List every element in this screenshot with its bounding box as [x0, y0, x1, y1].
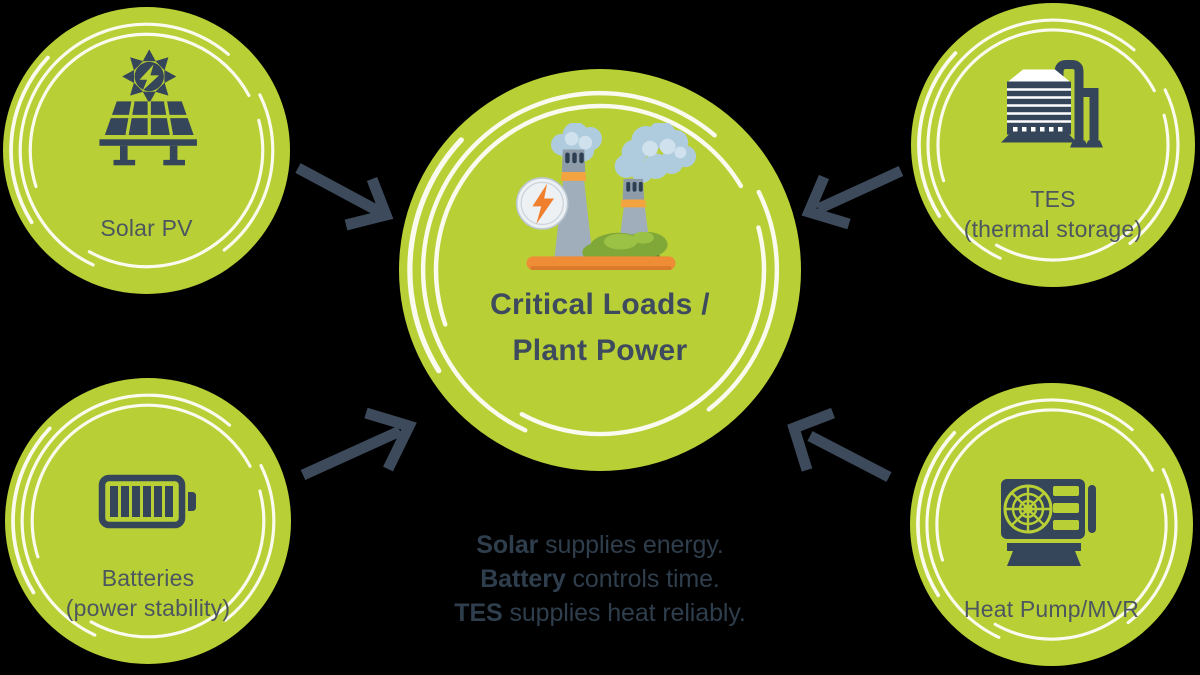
solar-pv-label: Solar PV: [100, 215, 193, 241]
batteries-label: Batteries (power stability): [5, 563, 291, 623]
node-heat-pump: Heat Pump/MVR: [910, 383, 1193, 666]
sketch-rings: [916, 389, 1187, 660]
heat-pump-label: Heat Pump/MVR: [963, 596, 1140, 622]
sketch-rings: [11, 384, 285, 658]
node-tes: TES (thermal storage): [911, 3, 1195, 287]
critical-loads-title-line2: Plant Power: [512, 334, 688, 367]
caption-text: controls time.: [565, 565, 720, 593]
critical-loads-title-line1: Critical Loads /: [490, 288, 710, 321]
caption-bold-word: TES: [454, 599, 503, 627]
arrow-heatpump-to-center: [787, 407, 892, 482]
critical-loads-title: Critical Loads / Plant Power: [399, 282, 801, 374]
tes-label: TES (thermal storage): [911, 184, 1195, 244]
caption-line-1: Solar supplies energy.: [350, 528, 850, 562]
bolt-glyph: [139, 64, 159, 91]
smoke-highlights: [564, 131, 687, 159]
caption-line-3: TES supplies heat reliably.: [350, 596, 850, 630]
caption-text: supplies energy.: [538, 531, 724, 559]
power-plant-illustration: [515, 123, 697, 271]
energy-badge: [515, 177, 569, 230]
batteries-label-line2: (power stability): [65, 595, 231, 621]
sketch-rings: [407, 77, 793, 463]
tes-label-line2: (thermal storage): [963, 216, 1143, 242]
arrow-tes-to-center: [801, 165, 904, 230]
node-solar-pv: Solar PV: [3, 7, 290, 294]
sketch-rings: [917, 9, 1189, 281]
tes-label-line1: TES: [1030, 186, 1076, 212]
heat-pump-icon: [1001, 479, 1096, 566]
storage-tank-icon: [1001, 60, 1103, 148]
caption-bold-word: Battery: [480, 565, 566, 593]
caption: Solar supplies energy. Battery controls …: [350, 528, 850, 630]
caption-bold-word: Solar: [476, 531, 539, 559]
caption-line-2: Battery controls time.: [350, 562, 850, 596]
battery-icon: [98, 474, 196, 529]
node-batteries: Batteries (power stability): [5, 378, 291, 664]
arrow-batteries-to-center: [300, 407, 417, 481]
caption-text: supplies heat reliably.: [502, 599, 746, 627]
batteries-label-line1: Batteries: [101, 565, 195, 591]
arrow-solar-to-center: [295, 163, 394, 231]
node-critical-loads: Critical Loads / Plant Power: [399, 69, 801, 471]
bolt-glyph: [532, 183, 554, 224]
sketch-rings: [9, 13, 284, 288]
base-platform: [526, 256, 676, 271]
solar-panel-icon: [99, 49, 197, 166]
